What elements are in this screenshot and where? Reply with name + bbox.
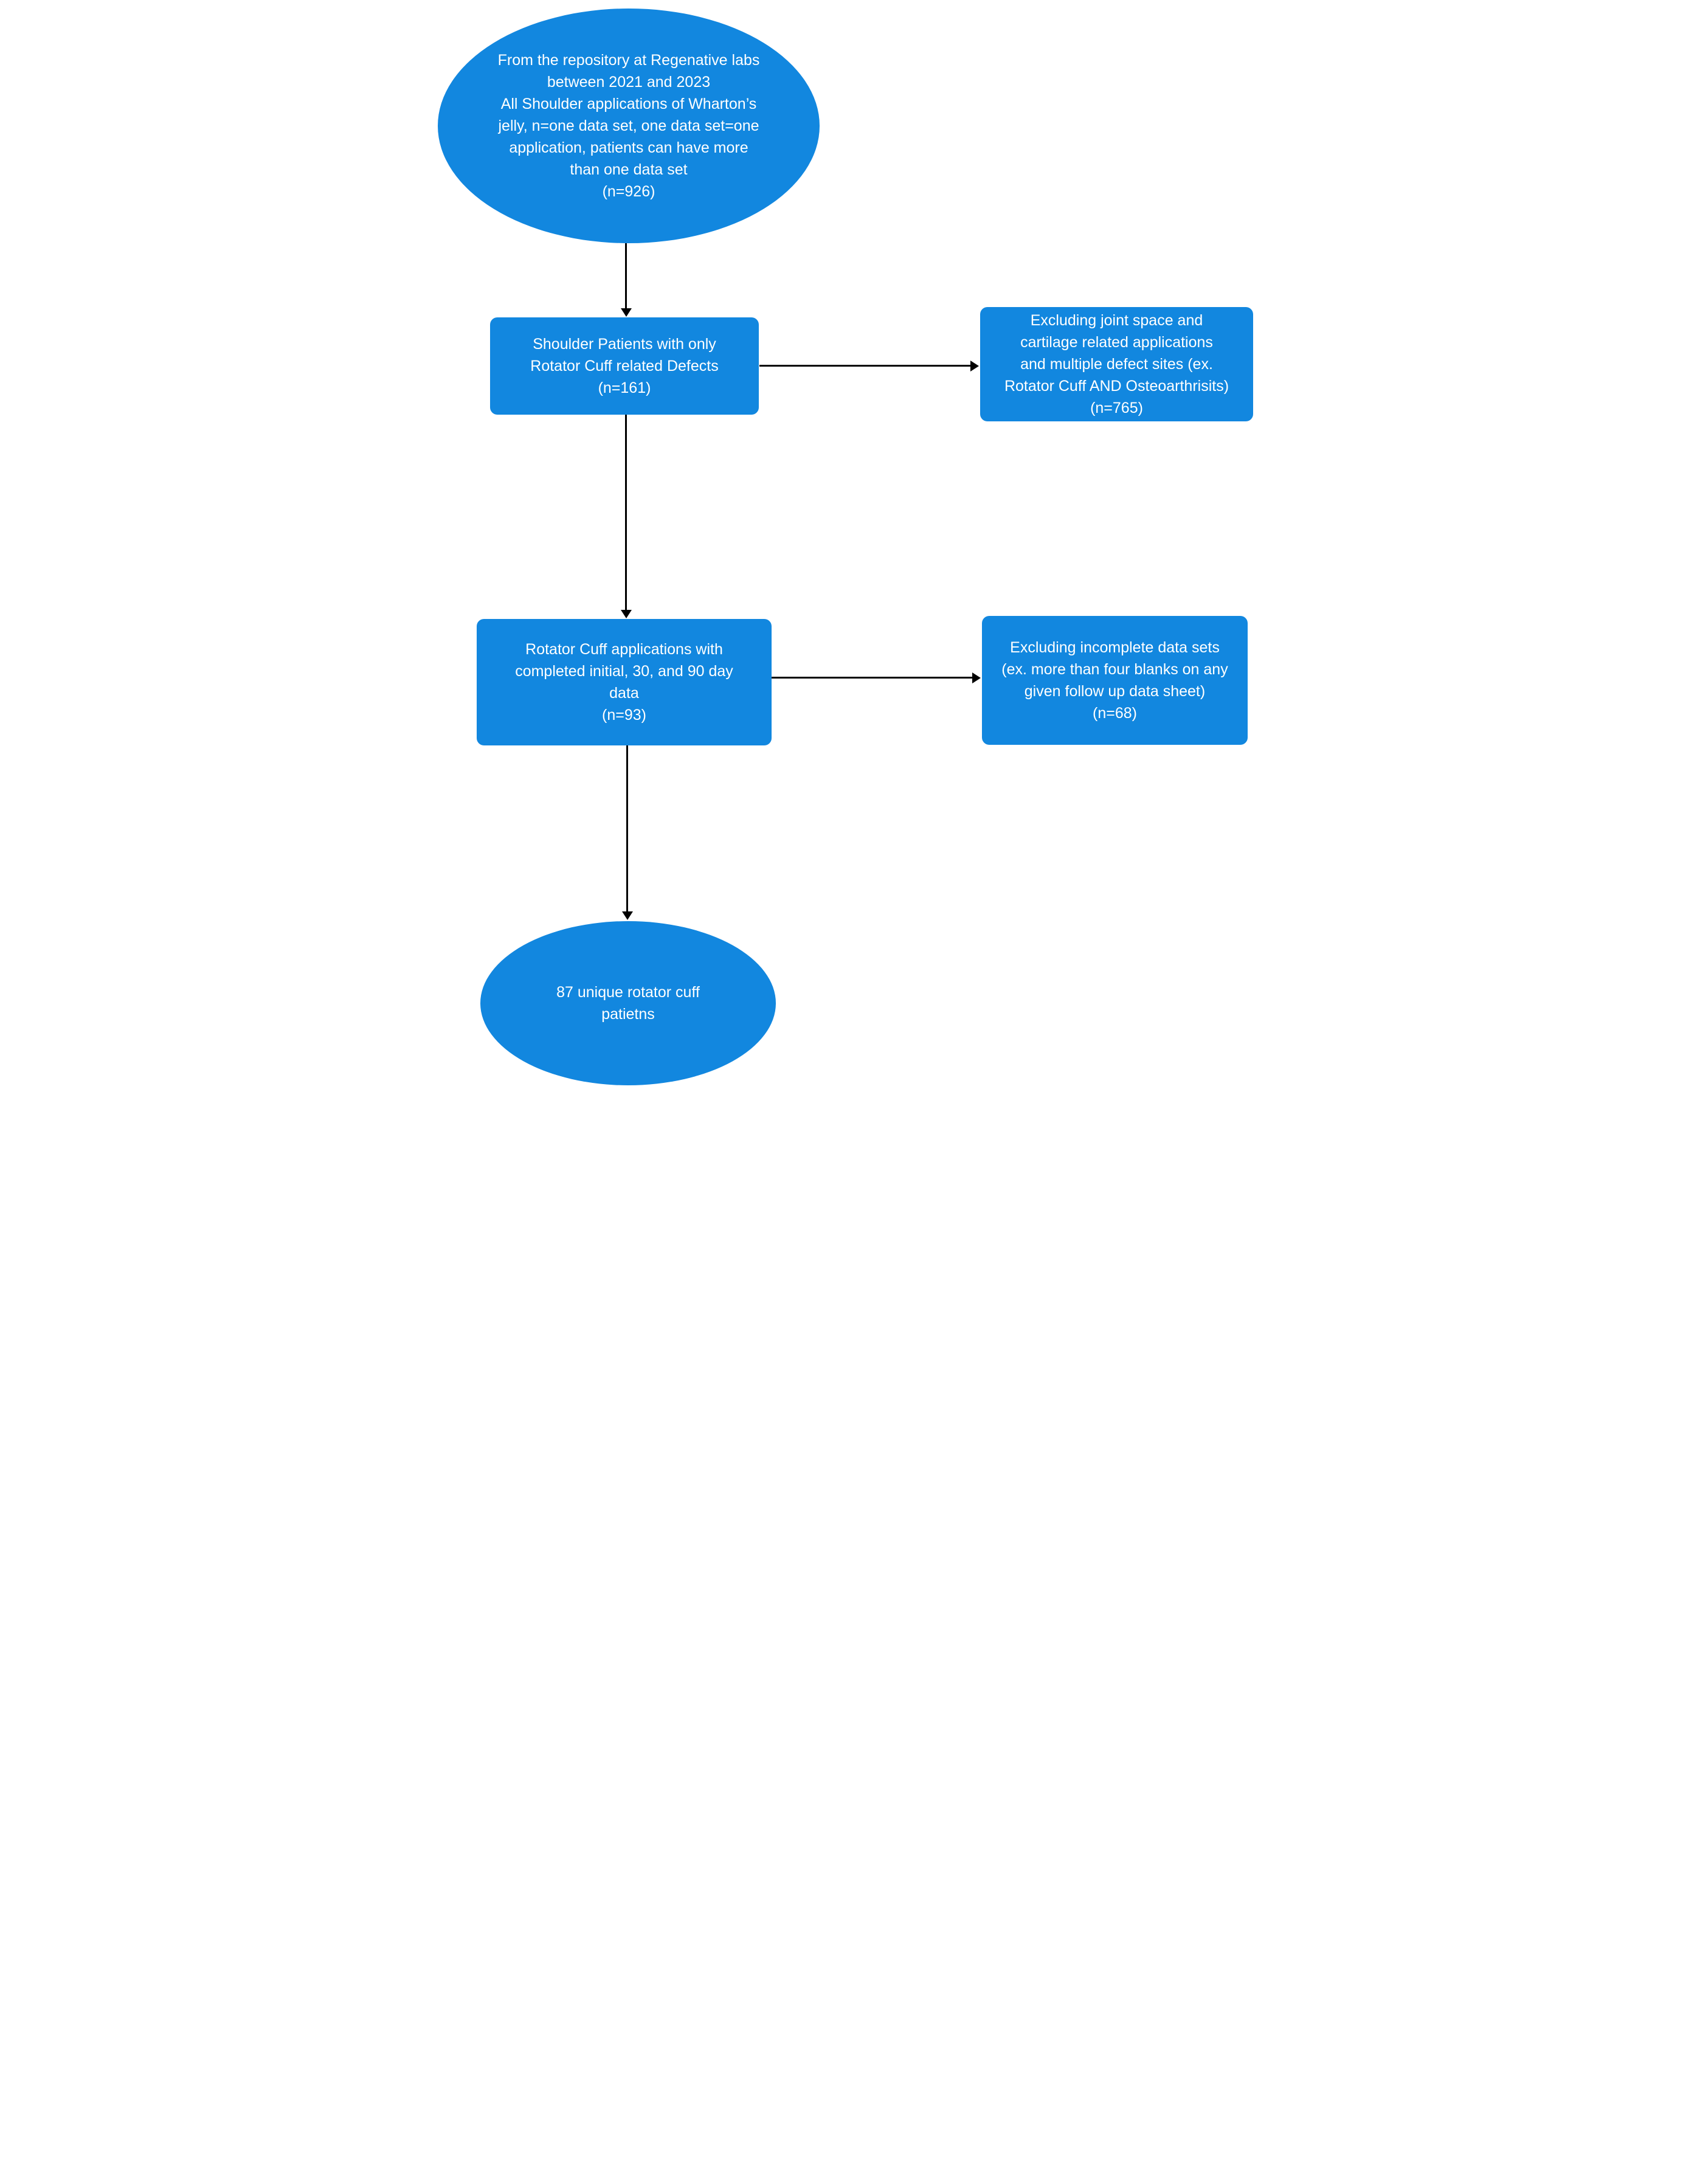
ellipse-repository: From the repository at Regenative labs b… <box>438 9 820 243</box>
flowchart: From the repository at Regenative labs b… <box>421 0 1262 1092</box>
box-rotator-cuff-applications: Rotator Cuff applications with completed… <box>477 619 772 745</box>
text-line: 87 unique rotator cuff <box>556 984 700 1001</box>
text-line: between 2021 and 2023 <box>547 74 711 91</box>
text-line: application, patients can have more <box>509 139 748 156</box>
text-line: Excluding incomplete data sets <box>1010 639 1220 656</box>
text-line: completed initial, 30, and 90 day <box>515 663 733 680</box>
text-line: given follow up data sheet) <box>1024 683 1206 700</box>
text-line: Rotator Cuff AND Osteoarthrisits) <box>1004 378 1229 395</box>
text-line: Rotator Cuff related Defects <box>530 358 719 375</box>
text-line: From the repository at Regenative labs <box>497 52 760 69</box>
text-line: Excluding joint space and <box>1030 312 1203 329</box>
text-line: (n=93) <box>602 707 646 724</box>
text-line: cartilage related applications <box>1020 334 1213 351</box>
arrow-shoulder-patients-to-joint-space-exclusion <box>759 365 971 367</box>
box-shoulder-patients: Shoulder Patients with only Rotator Cuff… <box>490 317 759 415</box>
text-line: Shoulder Patients with only <box>533 336 716 353</box>
text-line: jelly, n=one data set, one data set=one <box>498 117 759 134</box>
text-line: (ex. more than four blanks on any <box>1001 661 1228 678</box>
text-line: All Shoulder applications of Wharton’s <box>500 95 757 112</box>
box-excluding-joint-space: Excluding joint space and cartilage rela… <box>980 307 1253 421</box>
text-line: data <box>609 685 639 702</box>
text-line: Rotator Cuff applications with <box>525 641 723 658</box>
box-excluding-incomplete-data: Excluding incomplete data sets (ex. more… <box>982 616 1248 745</box>
text-line: than one data set <box>570 161 688 178</box>
arrow-rotator-cuff-to-incomplete-exclusion <box>772 677 973 679</box>
text-line: and multiple defect sites (ex. <box>1020 356 1213 373</box>
text-line: patietns <box>601 1006 655 1023</box>
text-line: (n=68) <box>1093 705 1137 722</box>
text-line: (n=161) <box>598 379 651 396</box>
ellipse-unique-patients: 87 unique rotator cuff patietns <box>480 921 776 1085</box>
arrow-rotator-cuff-to-unique-patients <box>626 745 628 912</box>
text-line: (n=926) <box>602 183 655 200</box>
arrow-shoulder-patients-to-rotator-cuff <box>625 415 627 610</box>
arrow-repository-to-shoulder-patients <box>625 243 627 309</box>
text-line: (n=765) <box>1090 399 1143 416</box>
